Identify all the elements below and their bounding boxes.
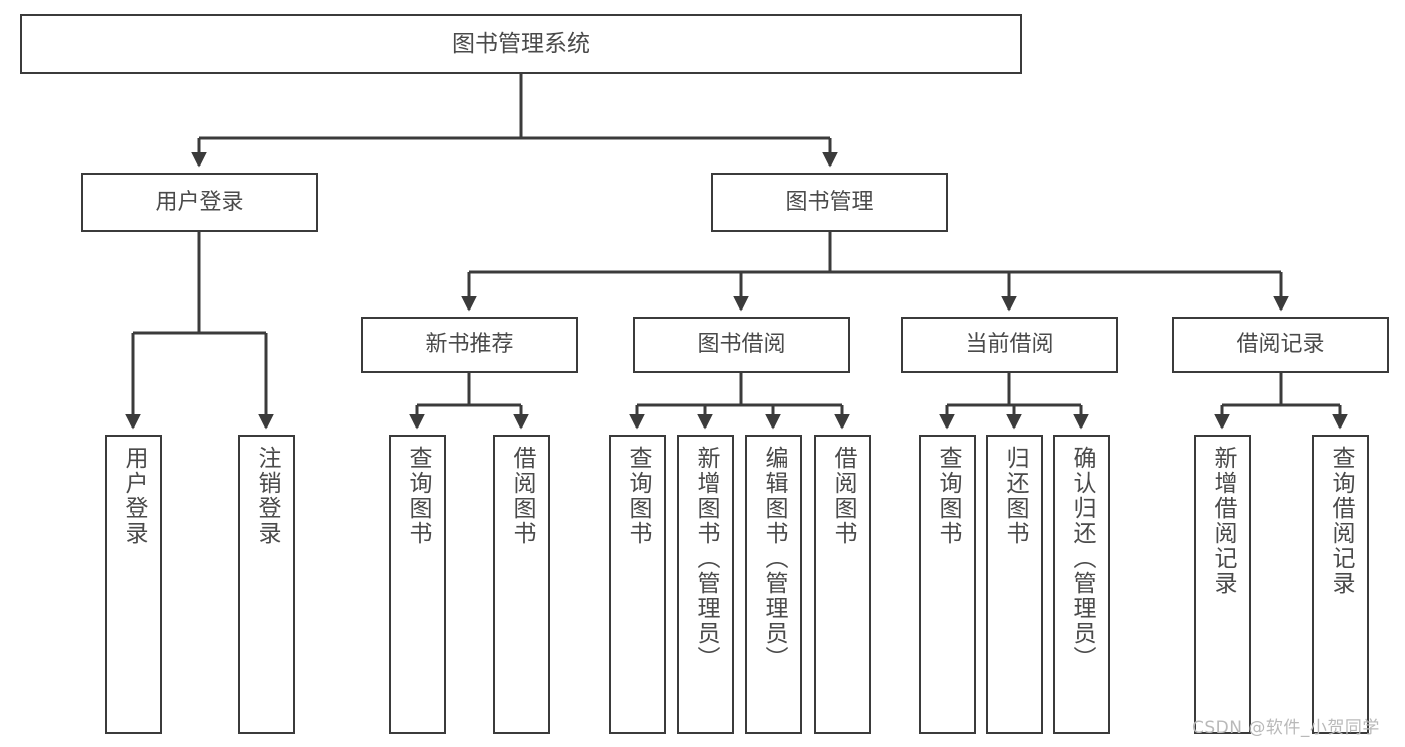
node-root[interactable]: 图书管理系统 [20, 14, 1022, 74]
leaf-borrow-book-1-label: 借阅图书 [509, 446, 535, 546]
leaf-user-login-label: 用户登录 [121, 446, 147, 546]
leaf-query-book-1-label: 查询图书 [405, 446, 431, 546]
leaf-edit-book-label: 编辑图书（管理员） [761, 446, 787, 671]
leaf-logout-login-label: 注销登录 [254, 446, 280, 546]
leaf-add-book[interactable]: 新增图书（管理员） [677, 435, 734, 734]
leaf-borrow-book-2[interactable]: 借阅图书 [814, 435, 871, 734]
node-root-label: 图书管理系统 [452, 30, 590, 57]
node-book-manage-label: 图书管理 [785, 189, 874, 215]
leaf-return-book[interactable]: 归还图书 [986, 435, 1043, 734]
leaf-edit-book[interactable]: 编辑图书（管理员） [745, 435, 802, 734]
node-current-borrow[interactable]: 当前借阅 [901, 317, 1118, 373]
node-user-login-label: 用户登录 [155, 189, 244, 215]
node-current-borrow-label: 当前借阅 [965, 332, 1054, 358]
leaf-borrow-book-2-label: 借阅图书 [830, 446, 856, 546]
leaf-logout-login[interactable]: 注销登录 [238, 435, 295, 734]
leaf-user-login[interactable]: 用户登录 [105, 435, 162, 734]
node-book-borrow-label: 图书借阅 [697, 332, 786, 358]
leaf-query-book-3[interactable]: 查询图书 [919, 435, 976, 734]
leaf-query-book-1[interactable]: 查询图书 [389, 435, 446, 734]
leaf-confirm-return-label: 确认归还（管理员） [1069, 446, 1095, 671]
leaf-query-record[interactable]: 查询借阅记录 [1312, 435, 1369, 734]
leaf-return-book-label: 归还图书 [1002, 446, 1028, 546]
leaf-add-record-label: 新增借阅记录 [1210, 446, 1236, 596]
leaf-borrow-book-1[interactable]: 借阅图书 [493, 435, 550, 734]
node-new-book-recommend-label: 新书推荐 [425, 332, 514, 358]
leaf-add-book-label: 新增图书（管理员） [693, 446, 719, 671]
node-new-book-recommend[interactable]: 新书推荐 [361, 317, 578, 373]
leaf-confirm-return[interactable]: 确认归还（管理员） [1053, 435, 1110, 734]
node-book-borrow[interactable]: 图书借阅 [633, 317, 850, 373]
node-borrow-record-label: 借阅记录 [1236, 332, 1325, 358]
leaf-add-record[interactable]: 新增借阅记录 [1194, 435, 1251, 734]
csdn-watermark: CSDN @软件_小贺同学 [1192, 718, 1380, 738]
leaf-query-book-2[interactable]: 查询图书 [609, 435, 666, 734]
leaf-query-record-label: 查询借阅记录 [1328, 446, 1354, 596]
leaf-query-book-3-label: 查询图书 [935, 446, 961, 546]
node-book-manage[interactable]: 图书管理 [711, 173, 948, 232]
node-user-login[interactable]: 用户登录 [81, 173, 318, 232]
node-borrow-record[interactable]: 借阅记录 [1172, 317, 1389, 373]
leaf-query-book-2-label: 查询图书 [625, 446, 651, 546]
